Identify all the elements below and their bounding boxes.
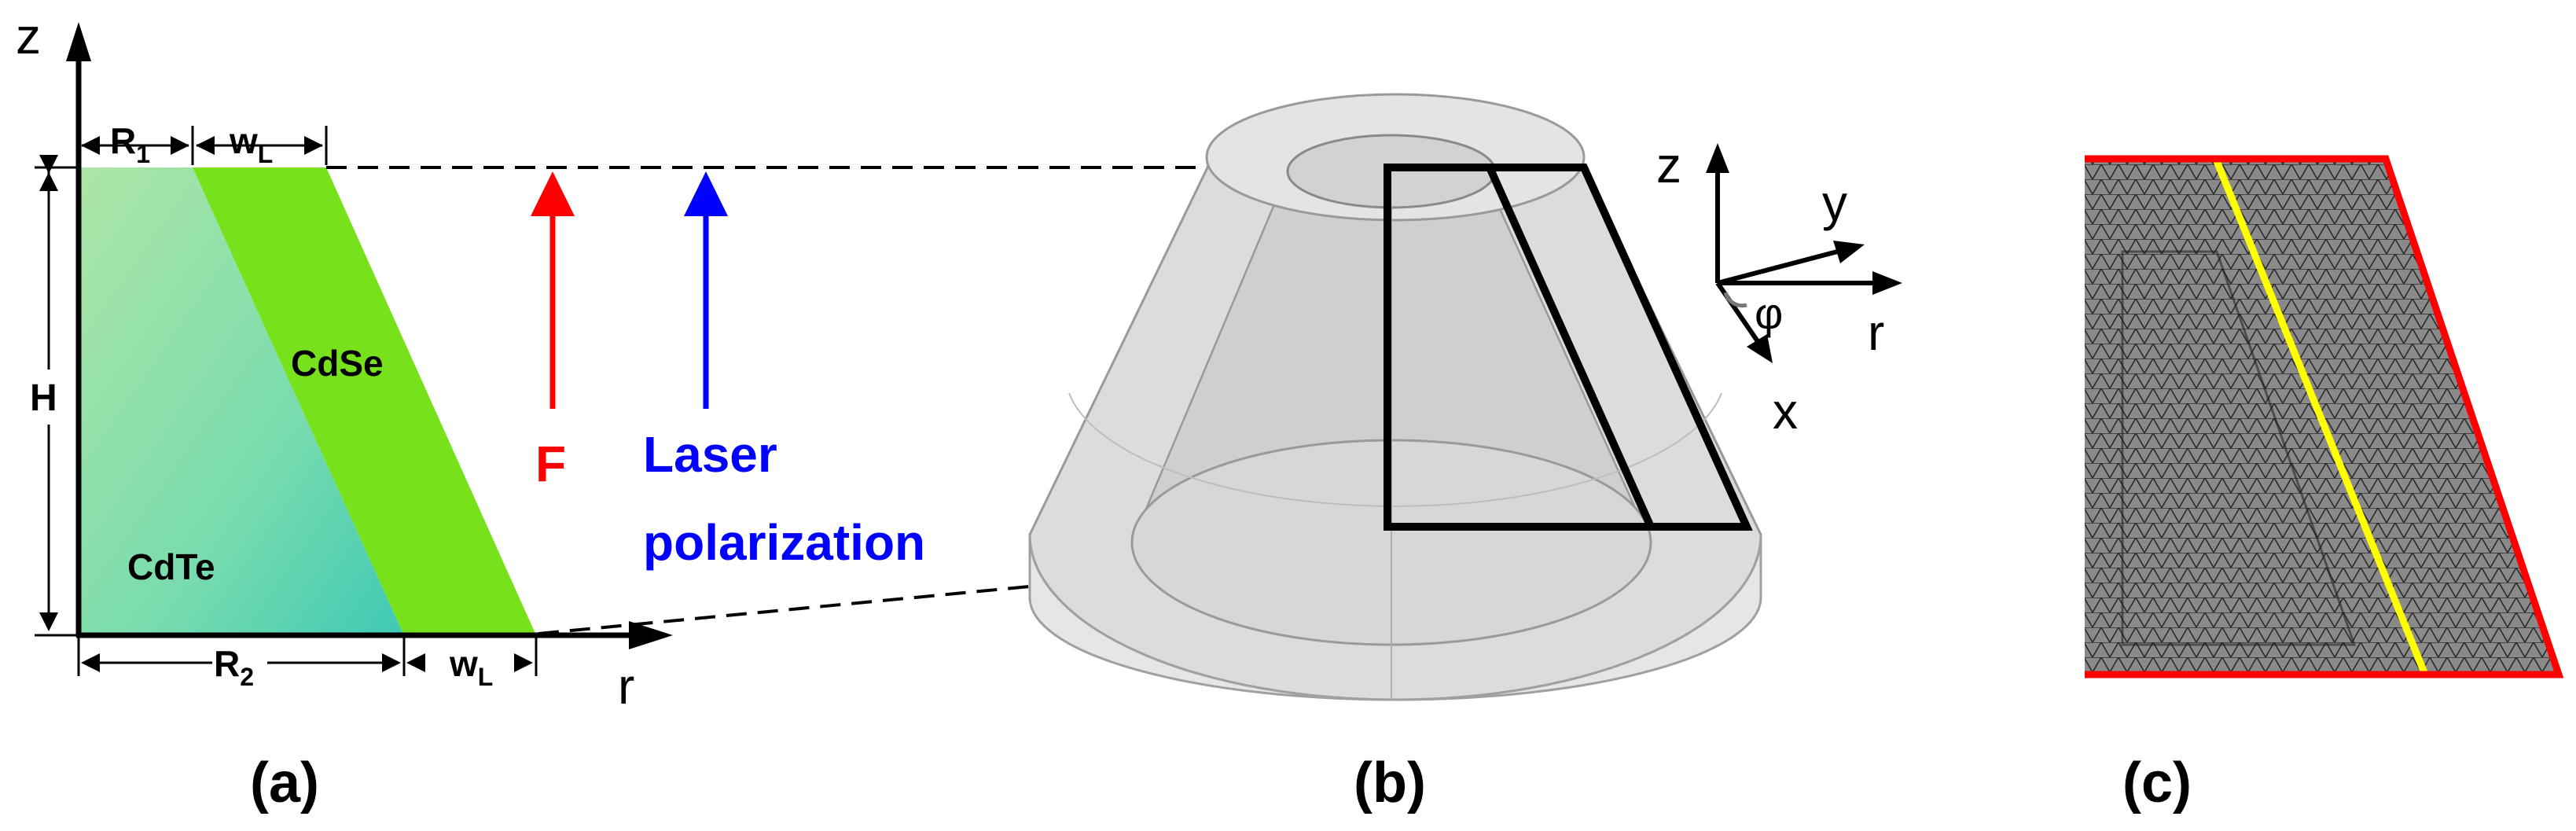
panel-b: z y r x φ (b) bbox=[1028, 93, 1902, 814]
dim-h-label: H bbox=[30, 377, 57, 419]
caption-c: (c) bbox=[2122, 752, 2192, 814]
force-label: F bbox=[535, 436, 566, 492]
cdte-core-region bbox=[79, 167, 404, 635]
cone-bottom-rim bbox=[1028, 534, 1762, 701]
dimension-top bbox=[81, 126, 328, 165]
axis-z-label-b: z bbox=[1656, 137, 1681, 193]
coordinate-axes bbox=[1715, 165, 1883, 347]
dim-r1-label: R1 bbox=[110, 120, 150, 168]
axis-x-label-b: x bbox=[1773, 383, 1798, 439]
angle-phi-arc bbox=[1723, 292, 1747, 308]
z-axis-label: z bbox=[16, 8, 41, 64]
force-arrow-head bbox=[531, 171, 575, 216]
cdse-shell-region bbox=[193, 167, 536, 635]
dim-wl-bottom-label: wL bbox=[449, 643, 493, 691]
axis-y-label-b: y bbox=[1822, 175, 1847, 231]
z-axis-arrowhead bbox=[66, 22, 91, 61]
mesh-refinement-band bbox=[2121, 250, 2357, 646]
caption-b: (b) bbox=[1354, 752, 1426, 814]
laser-arrow-head bbox=[684, 171, 728, 216]
boundary-red bbox=[2085, 155, 2564, 678]
cone-seam-mid bbox=[1068, 392, 1722, 507]
r-axis-arrowhead bbox=[629, 621, 673, 649]
cross-section-outline bbox=[1384, 164, 1753, 531]
axis-r-head bbox=[1872, 271, 1902, 295]
dim-r2-label: R2 bbox=[214, 643, 254, 691]
angle-phi-label: φ bbox=[1755, 289, 1783, 338]
axis-y-head bbox=[1833, 241, 1865, 263]
dim-wl-top-label: wL bbox=[229, 120, 273, 168]
laser-label-line2: polarization bbox=[643, 514, 925, 571]
r-axis-label: r bbox=[618, 658, 634, 715]
axis-r-label-b: r bbox=[1868, 304, 1884, 361]
axis-x-head bbox=[1747, 334, 1773, 363]
caption-a: (a) bbox=[250, 752, 319, 814]
cdse-label: CdSe bbox=[291, 343, 384, 384]
panel-a: z r R1 wL H bbox=[16, 8, 925, 814]
dimension-bottom bbox=[77, 635, 538, 676]
laser-label-line1: Laser bbox=[643, 426, 777, 483]
cdte-label: CdTe bbox=[127, 546, 215, 587]
interface-line bbox=[2211, 156, 2429, 676]
dimension-height bbox=[35, 155, 79, 637]
axis-z-head bbox=[1706, 143, 1729, 173]
panel-c: (c) bbox=[2085, 155, 2564, 814]
